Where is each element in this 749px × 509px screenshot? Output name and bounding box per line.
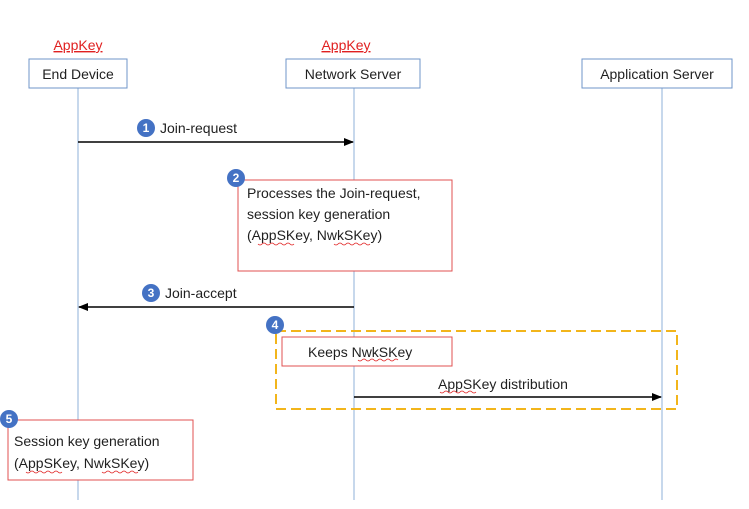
- step-2-processing-note: 2 Processes the Join-request, session ke…: [227, 169, 453, 272]
- spellcheck-underline: [333, 242, 371, 246]
- end-device-name: End Device: [42, 66, 114, 82]
- processing-note-line-2: session key generation: [247, 206, 390, 222]
- participant-application-server: Application Server: [581, 58, 733, 89]
- participant-end-device: End Device: [28, 58, 128, 89]
- step-1-badge: [137, 119, 155, 137]
- step-3-join-accept: 3 Join-accept: [78, 284, 354, 311]
- step-2-badge: [227, 169, 245, 187]
- processing-note-line-3: (AppSKey, NwkSKey): [247, 227, 382, 243]
- step-5-session-key-generation: 5 Session key generation (AppSKey, NwkSK…: [0, 410, 194, 481]
- end-device-key-label: AppKey: [53, 37, 102, 53]
- keeps-nwkskey-note-box: [281, 336, 453, 367]
- processing-note-box: [237, 179, 453, 272]
- participant-network-server: Network Server: [285, 58, 421, 89]
- step-4-number: 4: [272, 318, 279, 332]
- end-device-header-box: [28, 58, 128, 89]
- application-server-name: Application Server: [600, 66, 714, 82]
- step-1-number: 1: [143, 121, 150, 135]
- spellcheck-underline: [357, 358, 399, 362]
- step-5-badge: [0, 410, 18, 428]
- step-3-number: 3: [148, 286, 155, 300]
- keeps-nwkskey-note: Keeps NwkSKey: [308, 344, 412, 360]
- spellcheck-underline: [439, 390, 477, 394]
- step-5-number: 5: [6, 412, 13, 426]
- step-4-key-distribution: 4 Keeps NwkSKey AppSKey distribution: [266, 316, 678, 410]
- network-server-header-box: [285, 58, 421, 89]
- appskey-distribution-label: AppSKey distribution: [438, 376, 568, 392]
- step-4-badge: [266, 316, 284, 334]
- network-server-key-label: AppKey: [321, 37, 370, 53]
- step-1-join-request: 1 Join-request: [78, 119, 354, 146]
- step-3-badge: [142, 284, 160, 302]
- session-key-note-line-2: (AppSKey, NwkSKey): [14, 455, 149, 471]
- application-server-header-box: [581, 58, 733, 89]
- join-request-label: Join-request: [160, 120, 237, 136]
- network-server-name: Network Server: [305, 66, 402, 82]
- spellcheck-underline: [257, 242, 295, 246]
- spellcheck-underline: [101, 470, 139, 474]
- session-key-note-line-1: Session key generation: [14, 433, 160, 449]
- session-key-note-box: [7, 419, 194, 481]
- join-accept-label: Join-accept: [165, 285, 237, 301]
- processing-note-line-1: Processes the Join-request,: [247, 185, 421, 201]
- step-2-number: 2: [233, 171, 240, 185]
- spellcheck-underline: [25, 470, 63, 474]
- key-distribution-group-box: [275, 330, 678, 410]
